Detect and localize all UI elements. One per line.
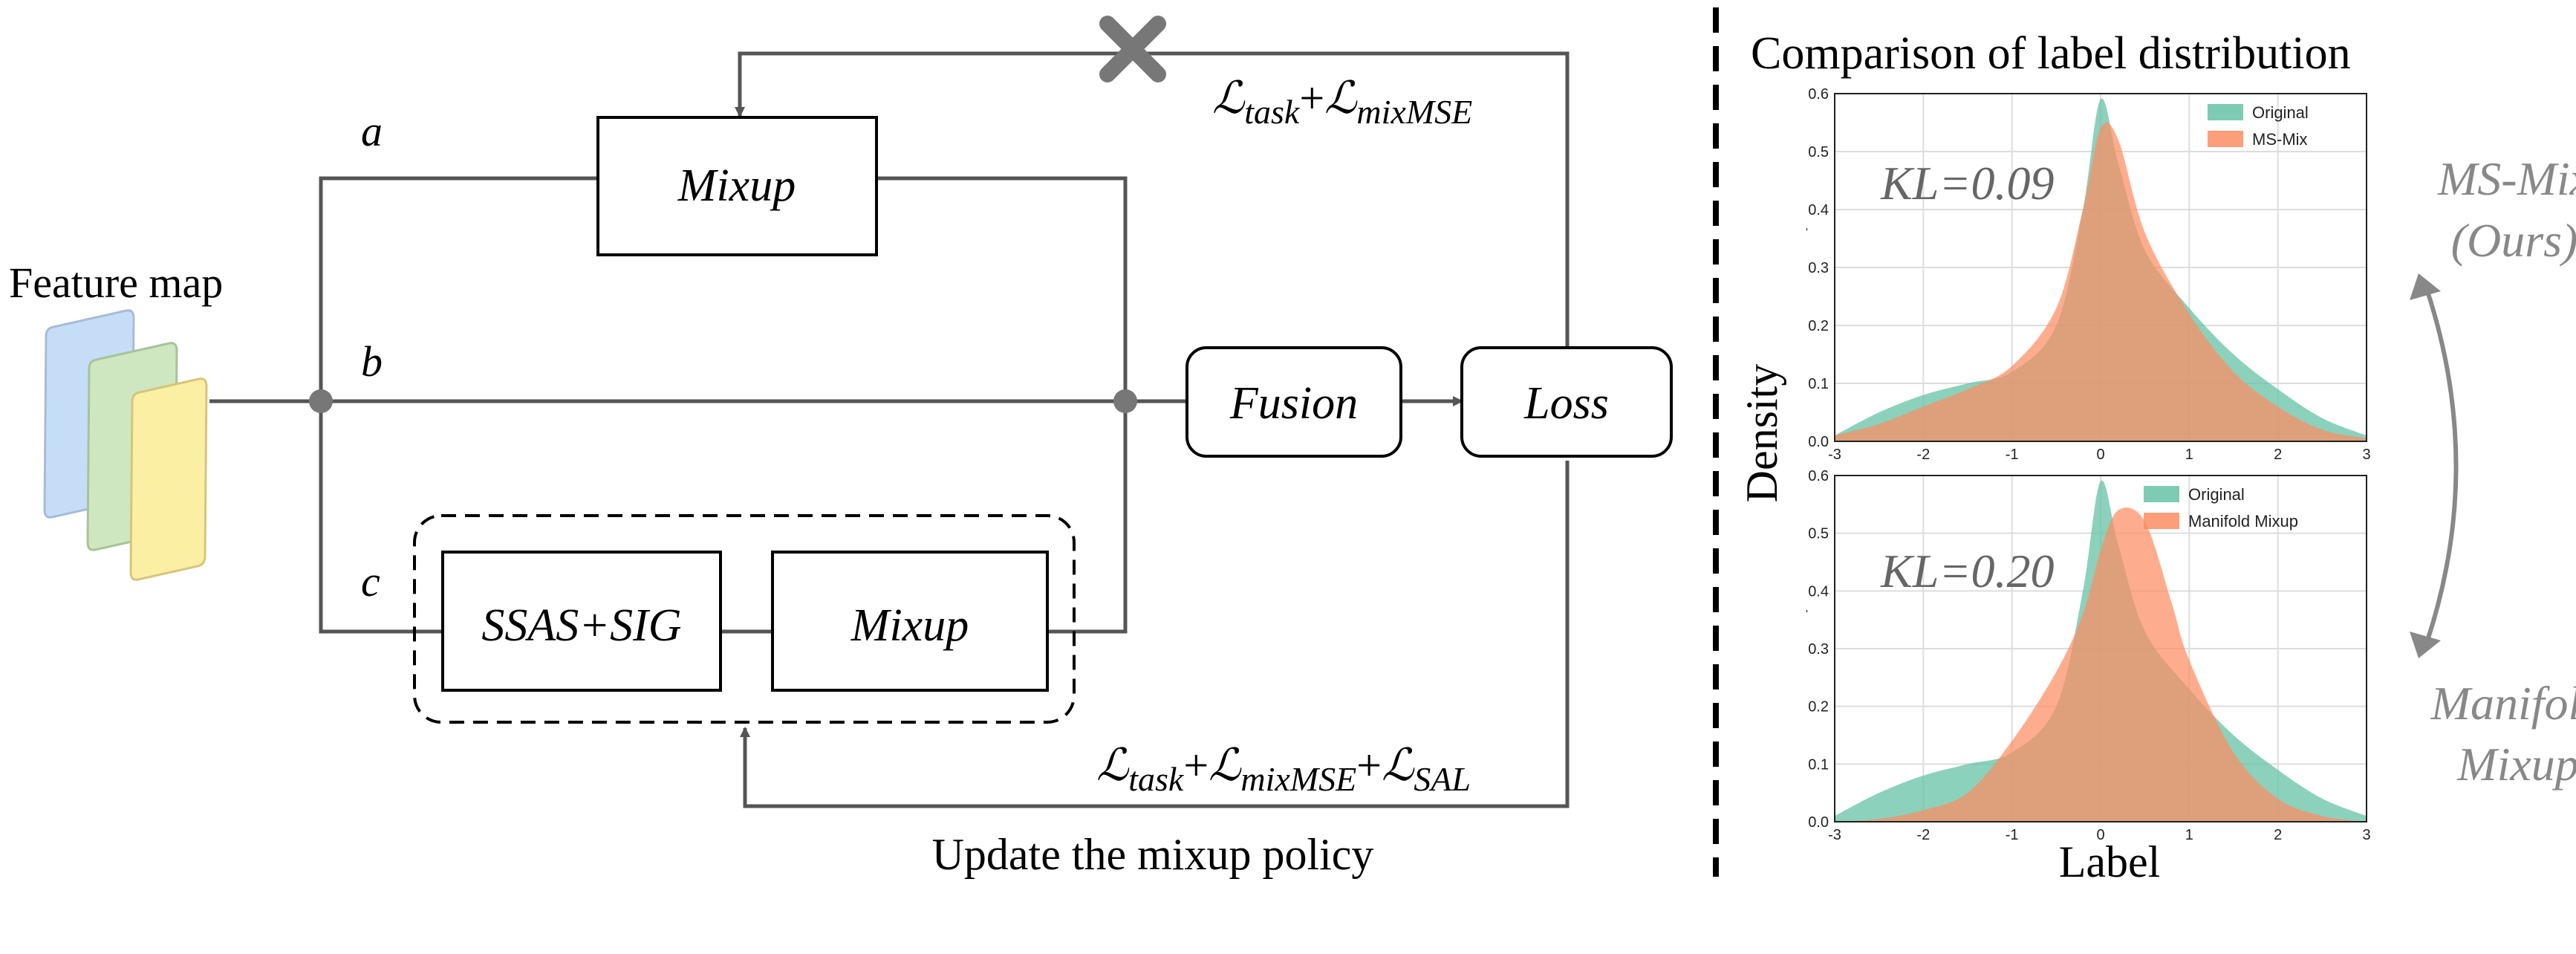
y-tick-label: 0.2 <box>1808 318 1829 334</box>
y-tick-label: 0.1 <box>1808 756 1829 773</box>
mixup-bottom-label: Mixup <box>850 600 969 651</box>
x-tick-label: -3 <box>1828 447 1841 463</box>
branch-c-label: c <box>361 557 380 606</box>
x-tick-label: -2 <box>1916 447 1930 463</box>
y-tick-label: 0.6 <box>1808 86 1829 103</box>
ms-mix-label-line1: MS-Mix <box>2437 152 2576 205</box>
split-node <box>309 389 333 413</box>
y-tick-label: 0.3 <box>1808 641 1829 658</box>
tick-mark-top: ' <box>1806 227 1808 239</box>
plot-frame <box>1834 475 2367 822</box>
y-tick-label: 0.3 <box>1808 260 1829 276</box>
y-tick-label: 0.0 <box>1808 434 1829 450</box>
x-tick-label: 0 <box>2096 827 2104 843</box>
x-tick-label: 0 <box>2096 447 2104 463</box>
merge-node <box>1113 389 1137 413</box>
y-tick-label: 0.5 <box>1808 144 1829 160</box>
ssas-sig-label: SSAS+SIG <box>481 600 681 651</box>
legend-label: Original <box>2188 485 2245 504</box>
chart-ms-mix: -3 -2 -1 0 1 2 3 0.0 0.1 0.2 0.3 0.4 0.5 0.6OriginalM… <box>1808 86 2370 463</box>
y-tick-label: 0.1 <box>1808 376 1829 392</box>
kl-top-label: KL=0.09 <box>1880 157 2054 210</box>
mixup-policy-module <box>413 514 1076 724</box>
legend-swatch <box>2144 486 2179 502</box>
y-tick-label: 0.6 <box>1808 468 1829 484</box>
comparison-double-arrow <box>2410 273 2459 658</box>
manifold-label-line2: Mixup <box>2456 738 2576 791</box>
comparison-title: Comparison of label distribution <box>1751 28 2351 79</box>
top-loss-formula: ℒtask+ℒmixMSE <box>1212 74 1472 131</box>
plot-frame <box>1834 93 2367 442</box>
architecture-diagram: Feature map <box>9 16 1673 879</box>
loss-label: Loss <box>1523 378 1609 429</box>
feature-map-label: Feature map <box>9 259 223 307</box>
x-tick-label: -1 <box>2006 447 2019 463</box>
x-tick-label: 3 <box>2362 447 2370 463</box>
ssas-sig-box: SSAS+SIG <box>441 551 722 692</box>
mixup-bottom-box: Mixup <box>771 551 1049 692</box>
x-tick-label: -1 <box>2006 827 2019 843</box>
x-tick-label: 2 <box>2274 447 2282 463</box>
chart-manifold-mixup: -3 -2 -1 0 1 2 3 0.0 0.1 0.2 0.3 0.4 0.5 0.6OriginalM… <box>1808 468 2370 843</box>
mixup-top-label: Mixup <box>677 160 796 211</box>
branch-a-label: a <box>361 107 383 155</box>
x-tick-label: -3 <box>1828 827 1841 843</box>
legend-swatch <box>2208 131 2243 147</box>
x-tick-label: -2 <box>1916 827 1930 843</box>
kl-bottom-label: KL=0.20 <box>1880 545 2054 597</box>
ms-mix-label-line2: (Ours) <box>2451 214 2576 267</box>
feature-map-stack <box>43 309 208 581</box>
y-tick-label: 0.4 <box>1808 583 1829 600</box>
manifold-label-line1: Manifold <box>2430 677 2576 730</box>
y-tick-label: 0.4 <box>1808 202 1829 218</box>
density-axis-label: Density <box>1737 364 1786 503</box>
legend-label: Manifold Mixup <box>2188 512 2298 530</box>
density-area-manifold-mixup <box>1835 507 2367 822</box>
y-tick-label: 0.2 <box>1808 699 1829 716</box>
legend-swatch <box>2144 513 2179 529</box>
x-tick-label: 1 <box>2185 827 2193 843</box>
legend-label: Original <box>2252 103 2309 122</box>
feature-map-yellow-layer <box>129 377 208 581</box>
fusion-box: Fusion <box>1185 346 1402 458</box>
bottom-loss-formula: ℒtask+ℒmixMSE+ℒSAL <box>1096 741 1471 798</box>
loss-box: Loss <box>1460 346 1673 458</box>
update-policy-caption: Update the mixup policy <box>932 830 1374 879</box>
legend-label: MS-Mix <box>2252 130 2308 149</box>
mixup-top-box: Mixup <box>596 116 878 256</box>
x-tick-label: 1 <box>2185 447 2193 463</box>
y-tick-label: 0.5 <box>1808 526 1829 542</box>
label-axis-label: Label <box>2059 837 2161 886</box>
tick-mark-bottom: ' <box>1806 609 1808 621</box>
legend-swatch <box>2208 104 2243 120</box>
fusion-label: Fusion <box>1229 378 1358 429</box>
x-tick-label: 3 <box>2362 827 2370 843</box>
x-tick-label: 2 <box>2274 827 2282 843</box>
branch-b-label: b <box>361 337 383 386</box>
y-tick-label: 0.0 <box>1808 814 1829 831</box>
comparison-panel: Comparison of label distribution Density… <box>1737 28 2576 886</box>
cross-icon <box>1099 16 1166 82</box>
density-area-ms-mix <box>1835 122 2367 441</box>
